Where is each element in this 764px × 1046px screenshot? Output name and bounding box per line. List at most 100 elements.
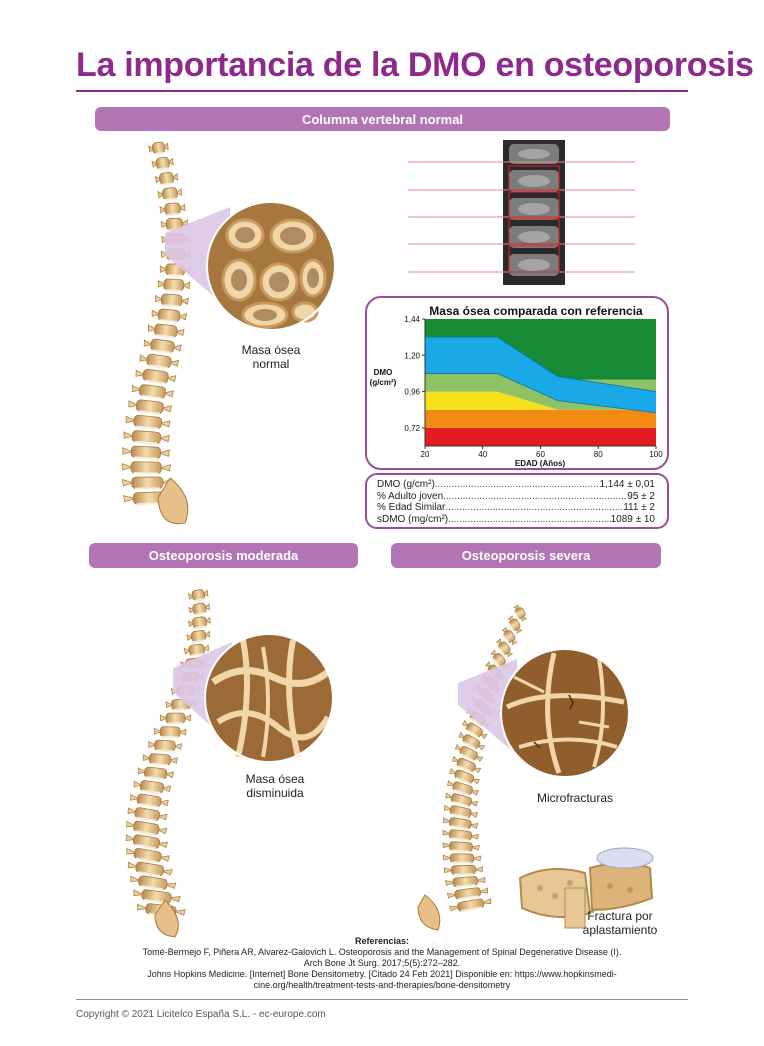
references-heading: Referencias: bbox=[354, 936, 410, 946]
caption-fracture-line2: aplastamiento bbox=[582, 923, 658, 937]
vertebra bbox=[128, 399, 173, 415]
vertebra bbox=[153, 726, 187, 739]
stat-row: DMO (g/cm²) ............................… bbox=[377, 479, 655, 491]
stat-leader: ........................................… bbox=[448, 513, 611, 525]
vertebra bbox=[125, 414, 171, 430]
zoom-callout-severe bbox=[458, 659, 517, 755]
stat-label: % Adulto joven bbox=[377, 490, 444, 502]
vertebra bbox=[155, 293, 189, 308]
vertebra bbox=[137, 766, 175, 781]
chart-reference-band bbox=[425, 337, 656, 413]
vertebra bbox=[126, 820, 168, 836]
section-label-severe: Osteoporosis severa bbox=[391, 543, 661, 568]
reference-line-2: Arch Bone Jt Surg. 2017;5(5):272–282. bbox=[303, 958, 461, 968]
vertebra bbox=[148, 141, 169, 156]
vertebra bbox=[126, 847, 170, 864]
vertebra bbox=[451, 755, 482, 774]
vertebra bbox=[151, 308, 188, 323]
stat-row: % Edad Similar .........................… bbox=[377, 502, 655, 514]
vertebra bbox=[160, 217, 188, 232]
vertebra bbox=[143, 338, 182, 354]
vertebra bbox=[147, 323, 185, 339]
vertebra bbox=[127, 807, 168, 822]
vertebra bbox=[507, 615, 523, 634]
vertebra bbox=[447, 780, 479, 796]
vertebra bbox=[121, 461, 171, 475]
vertebra bbox=[443, 817, 479, 830]
spine-xray-scan bbox=[408, 140, 635, 285]
bone-tissue-severe bbox=[500, 648, 630, 778]
chart-x-tick-label: 100 bbox=[649, 450, 663, 459]
references-block: Referencias: Tomé-Bermejo F, Piñera AR, … bbox=[76, 936, 688, 991]
chart-x-tick-label: 80 bbox=[594, 450, 603, 459]
vertebra bbox=[442, 829, 479, 842]
vertebra bbox=[133, 780, 172, 795]
chart-title: Masa ósea comparada con referencia bbox=[429, 304, 643, 318]
stat-value: 1,144 ± 0,01 bbox=[599, 479, 655, 490]
chart-ylabel-line2: (g/cm²) bbox=[370, 378, 397, 387]
vertebra bbox=[127, 861, 173, 877]
vertebra bbox=[135, 369, 177, 385]
chart-band-yellow bbox=[425, 391, 656, 410]
vertebra bbox=[125, 834, 169, 850]
vertebra bbox=[122, 445, 171, 460]
title-divider bbox=[76, 90, 688, 92]
chart-x-tick-label: 40 bbox=[478, 450, 487, 459]
stat-value: 1089 ± 10 bbox=[610, 513, 655, 525]
stat-value: 95 ± 2 bbox=[627, 490, 655, 502]
chart-y-tick-label: 1,20 bbox=[404, 351, 420, 360]
chart-x-tick-label: 60 bbox=[536, 450, 545, 459]
caption-moderate-line2: disminuida bbox=[246, 786, 304, 800]
vertebra bbox=[446, 887, 488, 900]
chart-band-red bbox=[425, 427, 656, 446]
chart-xlabel: EDAD (Años) bbox=[515, 459, 566, 468]
vertebra bbox=[133, 889, 181, 904]
stat-leader: ........................................… bbox=[443, 490, 627, 502]
chart-ylabel-line1: DMO bbox=[374, 368, 393, 377]
spine-normal-illustration bbox=[121, 141, 191, 525]
section-label-moderate: Osteoporosis moderada bbox=[89, 543, 358, 568]
vertebra bbox=[443, 864, 484, 876]
vertebra bbox=[187, 616, 211, 630]
vertebra bbox=[458, 731, 486, 751]
sacrum bbox=[157, 477, 189, 525]
vertebra bbox=[159, 202, 186, 217]
vertebra bbox=[130, 875, 177, 891]
vertebra bbox=[186, 630, 211, 644]
vertebra bbox=[443, 804, 479, 819]
vertebra bbox=[442, 853, 482, 864]
reference-line-1: Tomé-Bermejo F, Piñera AR, Alvarez-Galov… bbox=[142, 947, 622, 957]
vertebra bbox=[496, 638, 514, 658]
sacrum bbox=[417, 894, 441, 931]
sacrum bbox=[154, 899, 179, 938]
reference-line-4: cine.org/health/treatment-tests-and-ther… bbox=[253, 980, 511, 990]
caption-fracture-line1: Fractura por bbox=[587, 909, 653, 923]
stat-label: DMO (g/cm²) bbox=[377, 479, 435, 490]
bone-tissue-normal bbox=[206, 201, 336, 331]
vertebra bbox=[449, 767, 481, 785]
vertebra bbox=[501, 626, 518, 646]
bmd-stats-panel: DMO (g/cm²) ............................… bbox=[365, 473, 669, 529]
stat-row: sDMO (mg/cm²) ..........................… bbox=[377, 514, 655, 526]
caption-normal-line2: normal bbox=[252, 357, 290, 371]
stat-leader: ........................................… bbox=[445, 502, 624, 513]
chart-band-orange bbox=[425, 409, 656, 428]
chart-y-tick-label: 0,72 bbox=[404, 424, 420, 433]
caption-normal-line1: Masa ósea bbox=[241, 343, 301, 357]
bone-tissue-moderate bbox=[204, 633, 334, 763]
vertebra bbox=[157, 187, 182, 201]
stat-row: % Adulto joven .........................… bbox=[377, 491, 655, 503]
vertebra bbox=[148, 739, 183, 753]
stat-leader: ........................................… bbox=[434, 479, 600, 490]
vertebra bbox=[183, 643, 210, 657]
crush-fracture-illustration bbox=[518, 847, 654, 929]
caption-moderate-line1: Masa ósea bbox=[245, 772, 305, 786]
vertebra bbox=[142, 753, 178, 767]
vertebra bbox=[157, 278, 191, 293]
vertebra bbox=[461, 719, 488, 740]
chart-reference-upper bbox=[425, 336, 657, 392]
vertebra bbox=[130, 793, 169, 808]
stat-label: % Edad Similar bbox=[377, 502, 446, 513]
chart-y-tick-label: 1,44 bbox=[404, 315, 420, 324]
vertebra bbox=[449, 898, 492, 913]
